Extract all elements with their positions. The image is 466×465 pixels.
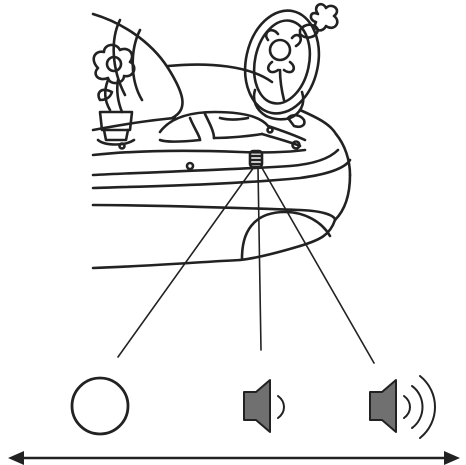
speaker-high-icon (369, 375, 436, 439)
screw-left (185, 161, 195, 171)
callout-lines (117, 166, 375, 364)
speaker-low-icon (243, 379, 285, 433)
off-circle-icon (70, 376, 130, 436)
volume-switch[interactable] (248, 149, 264, 169)
flower-toy (92, 43, 136, 146)
toy-base (91, 12, 352, 270)
control-console (158, 110, 307, 150)
mirror-paddle-toy (243, 2, 339, 121)
range-double-arrow (8, 451, 460, 465)
